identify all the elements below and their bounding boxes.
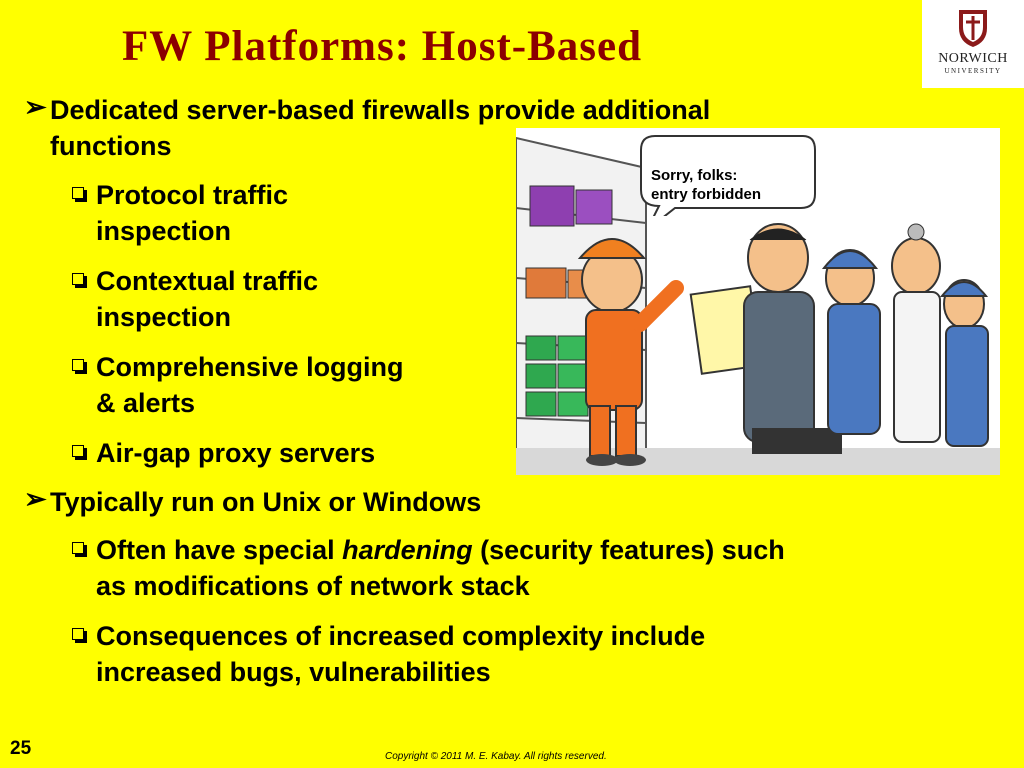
checkbox-bullet-icon [72,542,87,557]
checkbox-bullet-icon [72,445,87,460]
logo-name: NORWICH [938,51,1008,66]
shield-icon [959,10,987,47]
checkbox-bullet-icon [72,273,87,288]
university-logo: NORWICH UNIVERSITY [922,0,1024,88]
cartoon-illustration [515,128,1000,475]
checkbox-bullet-icon [72,359,87,374]
arrow-bullet-icon: ➢ [24,484,47,514]
checkbox-bullet-icon [72,628,87,643]
page-number: 25 [10,738,32,759]
speech-bubble-icon [640,135,816,216]
arrow-bullet-icon: ➢ [24,92,47,122]
cartoon-scene-icon [515,128,1000,475]
logo-subname: UNIVERSITY [944,67,1002,75]
slide-title: FW Platforms: Host-Based [122,23,643,70]
emphasis-text: hardening [342,535,473,565]
checkbox-bullet-icon [72,187,87,202]
copyright-notice: Copyright © 2011 M. E. Kabay. All rights… [385,751,607,762]
speech-bubble-text: Sorry, folks: entry forbidden [651,167,762,203]
